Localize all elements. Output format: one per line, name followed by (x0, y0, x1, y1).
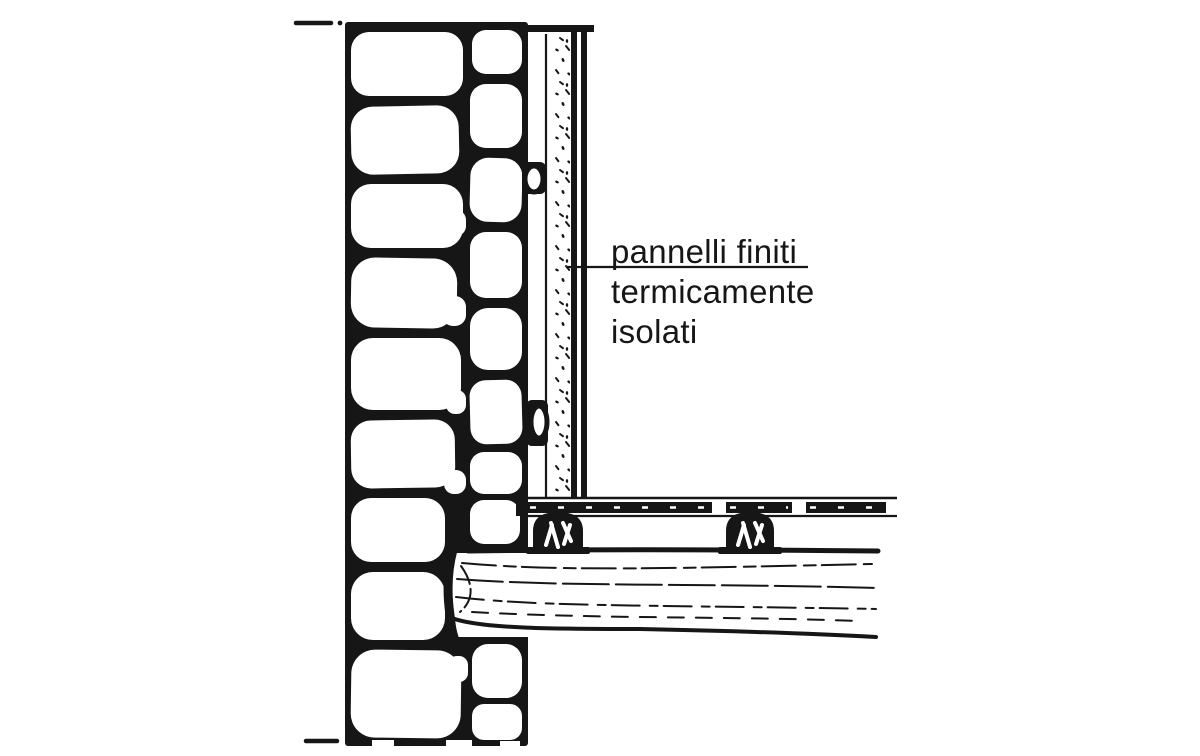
stone-masonry-wall (345, 22, 528, 750)
wall-bottom-edge-gap (500, 741, 520, 750)
finished-panel (528, 25, 594, 498)
stone (350, 105, 460, 175)
beam-end-joint (443, 545, 459, 642)
stone (469, 157, 523, 223)
resilient-sleeper-pad (718, 511, 782, 554)
stone (351, 184, 463, 248)
wall-bottom-edge-gap (372, 740, 394, 749)
stone (470, 308, 522, 370)
beam-bottom-edge (450, 616, 878, 639)
panel-label: pannelli finiti termicamente isolati (611, 232, 815, 352)
stone (472, 644, 522, 698)
stone (444, 470, 466, 494)
stone (472, 704, 522, 740)
panel-label-line1: pannelli finiti (611, 233, 798, 270)
stone (448, 656, 468, 682)
panel-top-cap (528, 25, 594, 32)
panel-fixing-plug (526, 400, 550, 446)
beam-grain-line (456, 578, 881, 589)
stone (350, 419, 456, 489)
stone (470, 232, 522, 298)
panel-label-line3: isolati (611, 313, 698, 350)
stone (469, 379, 523, 445)
stone (444, 210, 466, 236)
stone (442, 296, 466, 326)
beam-grain-line (461, 562, 873, 570)
stone (350, 649, 462, 739)
beam-top-edge (465, 547, 881, 554)
stone (351, 338, 461, 410)
stone (446, 390, 466, 414)
panel-fixing-plug (522, 162, 546, 195)
stone (470, 452, 522, 494)
timber-beam (443, 545, 881, 642)
floorboard-layer (503, 496, 897, 518)
stone (351, 498, 445, 562)
stone (472, 30, 522, 74)
beam-end-ring (459, 565, 472, 613)
beam-grain-line (471, 611, 861, 622)
stone (470, 500, 520, 544)
beam-grain-line (455, 596, 877, 610)
resilient-sleeper-pad (526, 511, 590, 554)
stone (470, 84, 522, 148)
panel-label-line2: termicamente (611, 273, 815, 310)
stone (351, 572, 445, 640)
stone (350, 257, 458, 329)
wall-bottom-edge-gap (446, 740, 472, 749)
floor-joint-blob (516, 496, 526, 516)
break-line-top (293, 20, 343, 26)
stone (351, 32, 463, 96)
floorboard (806, 502, 886, 513)
insulation-layer (544, 33, 570, 497)
